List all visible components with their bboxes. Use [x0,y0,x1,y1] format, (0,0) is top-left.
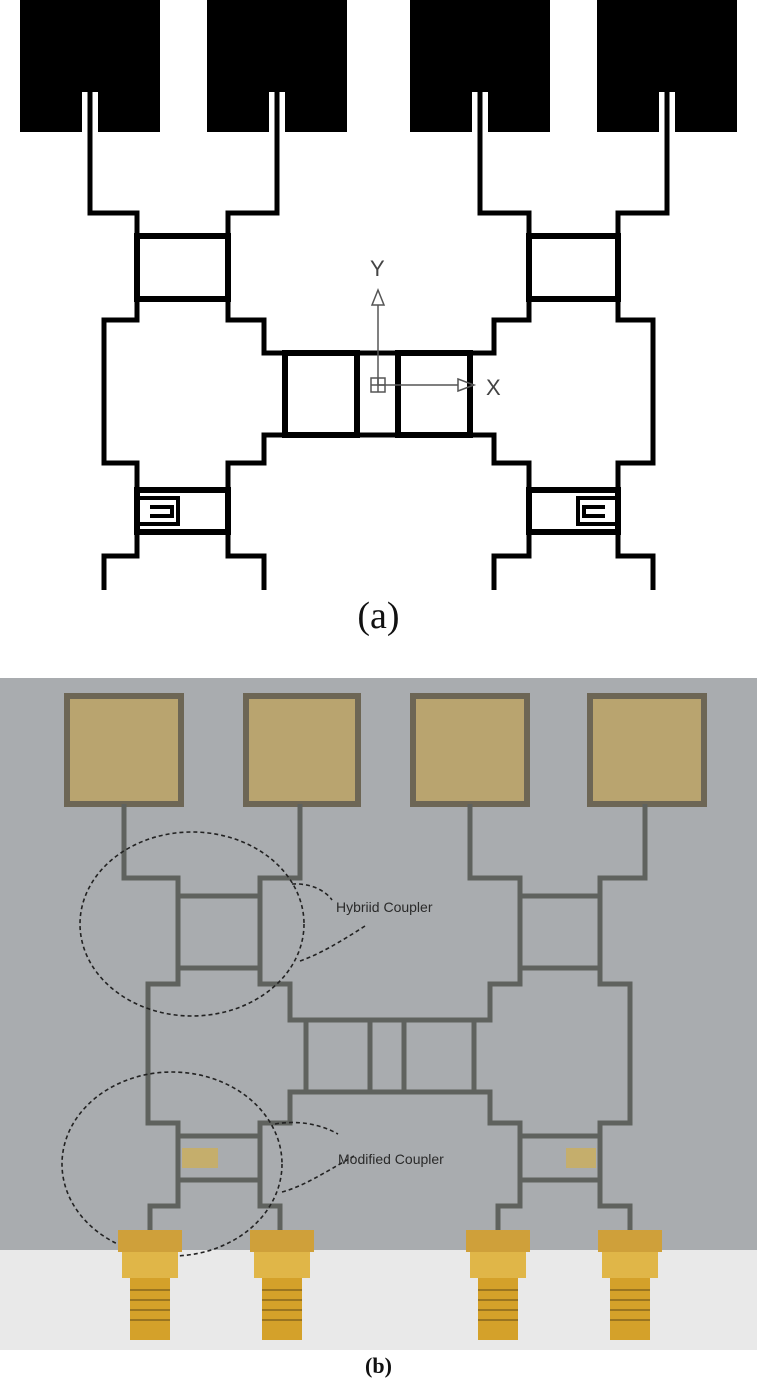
sma-connectors [118,1230,662,1340]
circuit-layout-drawing: Y X [20,0,737,590]
y-axis-label: Y [370,256,385,281]
hybrid-coupler-circle [79,831,305,1017]
photo-patch-1 [64,693,184,807]
feed-network-traces [87,92,670,590]
coordinate-axes [370,287,477,393]
copper-patches [64,693,707,807]
sma-connector-1 [118,1230,182,1340]
modified-coupler-label: Modified Coupler [338,1151,444,1167]
fabricated-prototype-photo: Hybriid Coupler Modified Coupler [0,678,757,1350]
sma-connector-2 [250,1230,314,1340]
caption-b: (b) [365,1353,392,1378]
photo-patch-2 [243,693,361,807]
hybrid-coupler-label: Hybriid Coupler [336,899,433,915]
modified-coupler-circle [61,1071,283,1257]
photo-patch-4 [587,693,707,807]
patch-antennas [20,0,737,132]
x-axis-label: X [486,375,501,400]
sma-connector-3 [466,1230,530,1340]
annotation-circles [61,831,366,1257]
caption-a: (a) [357,595,400,637]
photo-patch-3 [410,693,530,807]
sma-connector-4 [598,1230,662,1340]
